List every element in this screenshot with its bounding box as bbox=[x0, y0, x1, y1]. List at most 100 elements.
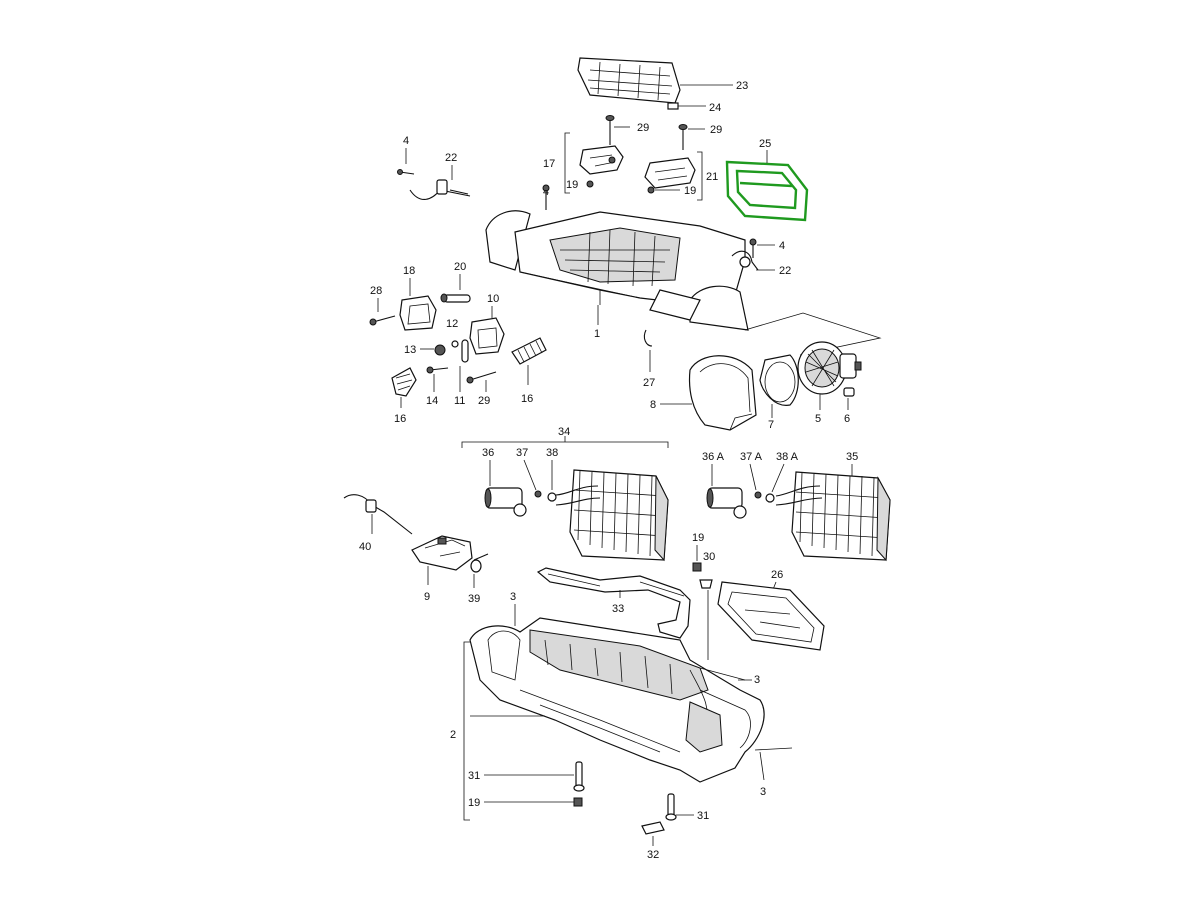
callout-29-b: 29 bbox=[710, 124, 722, 136]
part-16-boot-left bbox=[391, 367, 417, 397]
callout-19-d: 19 bbox=[468, 797, 480, 809]
part-36-expansion-valve bbox=[484, 487, 527, 517]
part-4-screw-a bbox=[397, 169, 415, 175]
callout-11: 11 bbox=[454, 395, 465, 407]
part-18-lever-housing bbox=[399, 295, 437, 331]
callout-14: 14 bbox=[426, 395, 438, 407]
part-30-drain-valve bbox=[699, 579, 713, 589]
part-22-bowden-cable-right bbox=[731, 250, 759, 271]
callout-39: 39 bbox=[468, 593, 480, 605]
part-19-nut-b bbox=[647, 186, 655, 194]
part-6-resistor bbox=[843, 387, 855, 397]
part-31-drain-tube-a bbox=[573, 761, 585, 792]
callout-17: 17 bbox=[543, 158, 555, 170]
part-35-evaporator bbox=[775, 471, 891, 562]
part-10-bracket bbox=[469, 317, 505, 355]
part-37a-o-ring bbox=[754, 491, 762, 499]
part-7-gasket-ring bbox=[759, 354, 799, 406]
part-21-servo-motor bbox=[644, 157, 696, 189]
callout-2: 2 bbox=[450, 729, 456, 741]
part-8-blower-housing bbox=[688, 355, 757, 431]
part-19-nut-d bbox=[573, 797, 583, 807]
callout-23: 23 bbox=[736, 80, 748, 92]
callout-3-a: 3 bbox=[510, 591, 516, 603]
part-29-screw-b bbox=[678, 124, 688, 150]
callout-37-a: 37 A bbox=[740, 451, 763, 463]
part-4-screw-b bbox=[542, 184, 550, 210]
callout-35: 35 bbox=[846, 451, 858, 463]
part-40-cable bbox=[343, 494, 413, 535]
callout-3-b: 3 bbox=[754, 674, 760, 686]
callout-6: 6 bbox=[844, 413, 850, 425]
callout-20: 20 bbox=[454, 261, 466, 273]
callout-30: 30 bbox=[703, 551, 715, 563]
callout-9: 9 bbox=[424, 591, 430, 603]
callout-34: 34 bbox=[558, 426, 570, 438]
part-22-bowden-cable-left bbox=[409, 179, 471, 200]
part-38a-seal bbox=[765, 493, 775, 503]
callout-37: 37 bbox=[516, 447, 528, 459]
part-19-nut-c bbox=[692, 562, 702, 572]
callout-38: 38 bbox=[546, 447, 558, 459]
part-23-vent-grille bbox=[577, 57, 681, 104]
callout-36: 36 bbox=[482, 447, 494, 459]
part-27-clip bbox=[643, 329, 653, 347]
part-24-clip bbox=[667, 102, 679, 110]
part-4-screw-c bbox=[749, 238, 757, 258]
callout-5: 5 bbox=[815, 413, 821, 425]
callout-16-a: 16 bbox=[394, 413, 406, 425]
part-14-bolt bbox=[426, 366, 449, 374]
part-16-boot-right bbox=[511, 337, 547, 365]
part-5-blower-fan bbox=[797, 341, 862, 395]
part-26-gasket bbox=[717, 581, 825, 651]
callout-3-c: 3 bbox=[760, 786, 766, 798]
callout-4-c: 4 bbox=[779, 240, 785, 252]
callout-19-b: 19 bbox=[684, 185, 696, 197]
callout-4-a: 4 bbox=[403, 135, 409, 147]
part-19-nut-a bbox=[586, 180, 594, 188]
part-13-nut bbox=[434, 344, 446, 356]
part-34-evaporator bbox=[555, 469, 669, 562]
part-39-screw bbox=[470, 553, 489, 573]
part-1-upper-housing bbox=[485, 210, 749, 331]
callout-25: 25 bbox=[759, 138, 771, 150]
callout-18: 18 bbox=[403, 265, 415, 277]
part-31-drain-tube-b bbox=[665, 793, 677, 821]
callout-29-a: 29 bbox=[637, 122, 649, 134]
callout-40: 40 bbox=[359, 541, 371, 553]
callout-22-b: 22 bbox=[779, 265, 791, 277]
part-38-seal bbox=[547, 492, 557, 502]
callout-21: 21 bbox=[706, 171, 718, 183]
part-32-clamp bbox=[641, 821, 665, 835]
callout-28: 28 bbox=[370, 285, 382, 297]
callout-12: 12 bbox=[446, 318, 458, 330]
part-33-mounting-bracket bbox=[536, 567, 691, 639]
callout-36-a: 36 A bbox=[702, 451, 725, 463]
part-25-gasket-highlighted bbox=[725, 160, 809, 222]
callout-38-a: 38 A bbox=[776, 451, 799, 463]
callout-13: 13 bbox=[404, 344, 416, 356]
callout-31-a: 31 bbox=[468, 770, 480, 782]
callout-27: 27 bbox=[643, 377, 655, 389]
callout-1: 1 bbox=[594, 328, 600, 340]
part-29-screw-c bbox=[466, 371, 497, 384]
part-2-lower-housing bbox=[469, 617, 765, 783]
callout-19-a: 19 bbox=[566, 179, 578, 191]
part-20-pin bbox=[440, 293, 471, 303]
callout-24: 24 bbox=[709, 102, 721, 114]
callout-10: 10 bbox=[487, 293, 499, 305]
part-12-washer bbox=[451, 340, 459, 348]
callout-7: 7 bbox=[768, 419, 774, 431]
part-36a-expansion-valve bbox=[706, 487, 747, 519]
part-9-switch-unit bbox=[411, 535, 473, 571]
callout-29-c: 29 bbox=[478, 395, 490, 407]
callout-16-b: 16 bbox=[521, 393, 533, 405]
callout-8: 8 bbox=[650, 399, 656, 411]
callout-32: 32 bbox=[647, 849, 659, 861]
callout-33: 33 bbox=[612, 603, 624, 615]
callout-19-c: 19 bbox=[692, 532, 704, 544]
callout-22-a: 22 bbox=[445, 152, 457, 164]
part-28-screw bbox=[369, 315, 396, 326]
